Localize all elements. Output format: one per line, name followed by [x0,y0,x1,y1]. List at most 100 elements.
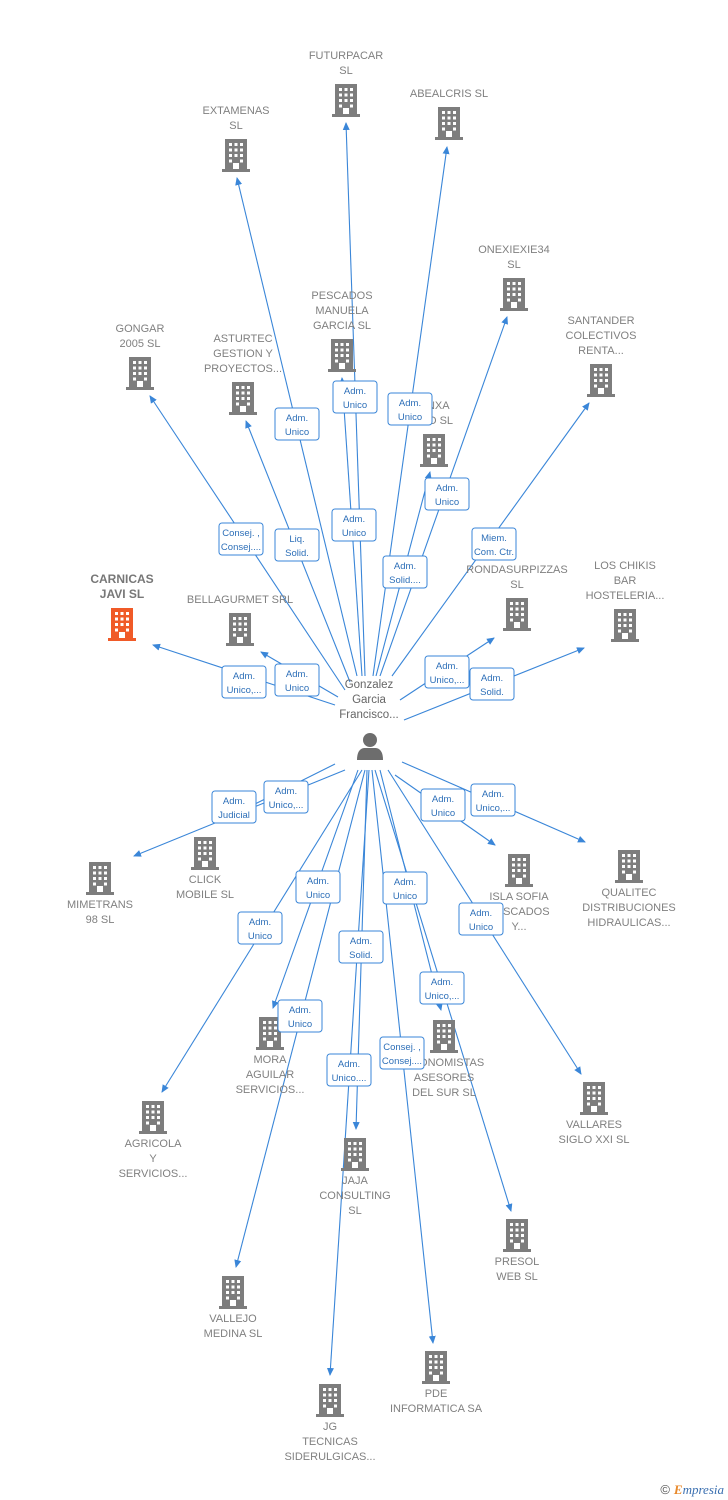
role-badge-text: Adm. [350,936,372,947]
role-badge-text: Adm. [289,1005,311,1016]
company-label: SL [510,579,523,591]
role-badge-text: Solid. [480,687,504,698]
role-badge-text: Adm. [482,789,504,800]
role-badge[interactable]: Miem.Com. Ctr. [471,527,517,561]
company-label: DEL SUR SL [412,1087,476,1099]
building-icon [505,854,533,887]
copyright-symbol: © [660,1482,670,1497]
role-badge[interactable]: Adm. Solid. [469,667,515,701]
company-label: 2005 SL [120,338,161,350]
company-node-bellagurmet[interactable]: BELLAGURMET SRL [187,594,293,646]
role-badge[interactable]: Consej. ,Consej.... [218,522,264,556]
company-node-santander[interactable]: SANTANDERCOLECTIVOSRENTA... [566,315,637,397]
role-badge[interactable]: Adm.Unico [332,380,378,414]
building-icon [126,357,154,390]
company-node-los-chikis[interactable]: LOS CHIKISBARHOSTELERIA... [586,560,665,642]
role-badge[interactable]: Adm.Unico [295,870,341,904]
role-badge[interactable]: Adm.Unico [331,508,377,542]
role-badge[interactable]: Adm.Unico,... [424,655,470,689]
role-badge-box [382,871,428,905]
role-badge-box [237,911,283,945]
role-badge-text: Unico [285,427,309,438]
company-label: SL [339,65,352,77]
role-badge[interactable]: Adm.Unico,... [221,665,267,699]
role-badge-text: Unico [248,931,272,942]
company-label: Y [149,1153,157,1165]
role-badge[interactable]: Adm.Solid.... [382,555,428,589]
role-badge-text: Adm. [481,673,503,684]
company-label: SERVICIOS... [119,1168,188,1180]
role-badge[interactable]: Adm.Unico,... [419,971,465,1005]
role-badge[interactable]: Liq. Solid. [274,528,320,562]
company-label: BELLAGURMET SRL [187,594,293,606]
company-label: INFORMATICA SA [390,1403,483,1415]
role-badge[interactable]: Adm.Unico [274,407,320,441]
company-node-abealcris[interactable]: ABEALCRIS SL [410,88,488,140]
role-badge[interactable]: Adm.Solid. [338,930,384,964]
role-badge-box [338,930,384,964]
company-label: AGRICOLA [125,1138,183,1150]
role-badge[interactable]: Adm.Unico [387,392,433,426]
company-node-jg-tecnicas[interactable]: JGTECNICASSIDERULGICAS... [284,1384,376,1463]
role-badge[interactable]: Adm. Unico [277,999,323,1033]
company-label: SANTANDER [567,315,634,327]
person-name-line: Francisco... [339,709,398,721]
building-icon [219,1276,247,1309]
building-icon [430,1020,458,1053]
role-badge[interactable]: Adm.Judicial [211,790,257,824]
role-badge[interactable]: Adm.Unico [424,477,470,511]
role-badge[interactable]: Adm.Unico [420,788,466,822]
role-badge-box [379,1036,425,1070]
building-icon [503,598,531,631]
role-badge-text: Com. Ctr. [474,547,514,558]
role-badge[interactable]: Adm.Unico [458,902,504,936]
role-badge-text: Solid. [285,548,309,559]
role-badge-text: Adm. [233,671,255,682]
company-label: PESCADOS [488,906,549,918]
building-icon [587,364,615,397]
building-icon [422,1351,450,1384]
role-badge-text: Unico [343,400,367,411]
role-badge-text: Liq. [289,534,304,545]
role-badge-box [295,870,341,904]
company-node-qualitec[interactable]: QUALITECDISTRIBUCIONESHIDRAULICAS... [582,850,676,929]
company-label: 98 SL [86,914,115,926]
role-badge[interactable]: Adm.Unico,... [470,783,516,817]
role-badge-text: Unico [431,808,455,819]
company-node-mora-aguilar[interactable]: MORAAGUILARSERVICIOS... [236,1017,305,1096]
company-label: PROYECTOS... [204,363,282,375]
role-badge[interactable]: Adm.Unico [274,663,320,697]
role-badge[interactable]: Adm.Unico [237,911,283,945]
building-icon [86,862,114,895]
company-node-agricola[interactable]: AGRICOLA Y SERVICIOS... [119,1101,188,1180]
role-badge-text: Adm. [431,977,453,988]
role-badge-box [274,663,320,697]
company-node-isla-sofia[interactable]: ISLA SOFIAPESCADOSY... [488,854,550,933]
role-badge[interactable]: Adm.Unico.... [326,1053,372,1087]
role-badge-box [274,528,320,562]
company-label: MORA [254,1054,288,1066]
footer-brand: ©Empresia [660,1482,724,1498]
center-person-node[interactable]: Gonzalez Garcia Francisco... [339,679,399,760]
role-badge-text: Unico [342,528,366,539]
role-badge[interactable]: Adm.Unico [382,871,428,905]
role-badge[interactable]: Adm.Unico,... [263,780,309,814]
role-badge[interactable]: Consej. ,Consej.... [379,1036,425,1070]
role-badge-text: Unico [288,1019,312,1030]
building-icon [191,837,219,870]
